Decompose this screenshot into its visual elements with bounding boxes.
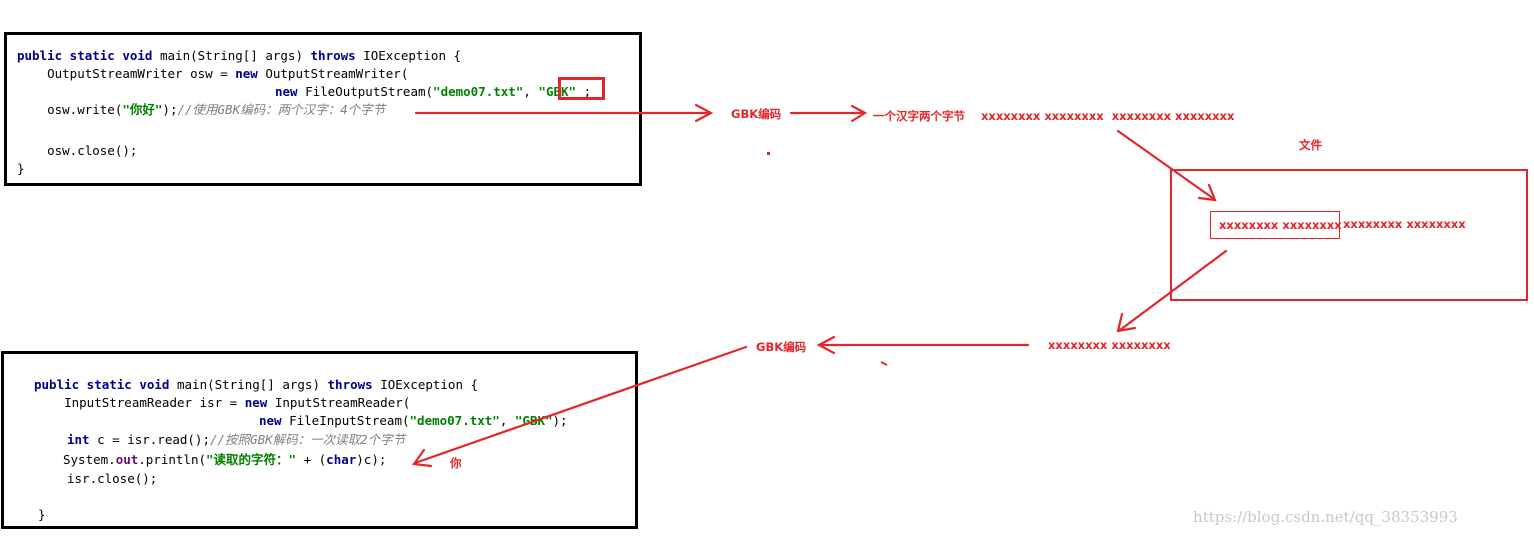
arrowhead: [816, 335, 836, 355]
code-line: }: [17, 161, 25, 177]
arrow-bytes-to-file: [1116, 129, 1216, 201]
code-text: osw.close();: [17, 143, 138, 158]
arrowhead: [850, 104, 868, 123]
string-literal: "demo07.txt": [409, 413, 500, 428]
reader-code-block: public static void main(String[] args) t…: [1, 351, 638, 529]
string-literal: "读取的字符：": [206, 452, 297, 467]
code-text: InputStreamReader isr =: [34, 395, 245, 410]
code-text: }: [38, 507, 46, 522]
code-line: }: [38, 507, 46, 523]
code-text: IOException {: [372, 377, 479, 392]
arrowhead: [412, 448, 433, 468]
code-line: new FileInputStream("demo07.txt", "GBK")…: [259, 413, 568, 429]
arrow-decode-to-code: [413, 345, 748, 465]
arrowhead: [1116, 312, 1137, 333]
code-line: new FileOutputStream("demo07.txt", "GBK"…: [275, 84, 591, 100]
code-text: ,: [499, 413, 515, 428]
keyword: new: [244, 395, 268, 410]
code-comment: //使用GBK编码：两个汉字：4个字节: [177, 102, 386, 117]
decoded-char-label: 你: [450, 456, 462, 470]
two-bytes-label: 一个汉字两个字节: [873, 109, 965, 123]
arrowhead: [694, 103, 714, 123]
bytes-label-bottom: xxxxxxxx xxxxxxxx: [1048, 338, 1171, 352]
arrowhead: [1197, 183, 1217, 202]
byte-highlight-box: [1210, 211, 1340, 239]
code-text: main(String[] args): [169, 377, 328, 392]
keyword: public static void: [34, 377, 170, 392]
code-text: System.: [63, 452, 116, 467]
keyword: new: [275, 84, 298, 99]
file-container: [1170, 169, 1528, 301]
code-text: OutputStreamWriter osw =: [17, 66, 236, 81]
file-bytes-boxed: xxxxxxxx xxxxxxxx: [1219, 218, 1342, 232]
code-text: ,: [523, 84, 539, 99]
keyword: throws: [327, 377, 373, 392]
code-text: .println(: [138, 452, 206, 467]
code-text: );: [162, 102, 178, 117]
keyword: throws: [310, 48, 356, 63]
code-line: public static void main(String[] args) t…: [34, 377, 478, 393]
field-name: out: [115, 452, 139, 467]
watermark: https://blog.csdn.net/qq_38353993: [1193, 508, 1458, 526]
code-text: InputStreamReader(: [267, 395, 411, 410]
code-text: OutputStreamWriter(: [257, 66, 409, 81]
code-text: osw.write(: [17, 102, 123, 117]
code-text: );: [552, 413, 568, 428]
code-line: InputStreamReader isr = new InputStreamR…: [34, 395, 410, 411]
code-text: FileInputStream(: [281, 413, 410, 428]
code-line: isr.close();: [67, 471, 157, 487]
file-bytes-rest: xxxxxxxx xxxxxxxx: [1343, 217, 1466, 231]
code-line: System.out.println("读取的字符：" + (char)c);: [63, 452, 386, 468]
code-text: ;: [576, 84, 592, 99]
keyword: char: [326, 452, 357, 467]
charset-highlight-box: [558, 77, 605, 100]
code-text: + (: [296, 452, 327, 467]
file-label: 文件: [1299, 138, 1322, 152]
keyword: new: [235, 66, 258, 81]
code-line: public static void main(String[] args) t…: [17, 48, 461, 64]
code-text: IOException {: [355, 48, 462, 63]
string-literal: "demo07.txt": [433, 84, 524, 99]
code-line: int c = isr.read();//按照GBK解码：一次读取2个字节: [67, 432, 405, 448]
writer-code-block: public static void main(String[] args) t…: [4, 32, 642, 186]
string-literal: "你好": [122, 102, 163, 117]
code-text: main(String[] args): [152, 48, 311, 63]
code-text: c = isr.read();: [89, 432, 210, 447]
encode-label-bottom: GBK编码: [756, 340, 807, 354]
stray-mark: [767, 152, 770, 155]
code-text: isr.close();: [67, 471, 158, 486]
keyword: new: [259, 413, 282, 428]
stray-mark: [880, 361, 888, 366]
code-text: )c);: [356, 452, 387, 467]
keyword: int: [67, 432, 90, 447]
code-text: FileOutputStream(: [297, 84, 434, 99]
charset-literal: "GBK": [538, 84, 577, 99]
code-text: }: [17, 161, 25, 176]
bytes-label-top: xxxxxxxx xxxxxxxx xxxxxxxx xxxxxxxx: [981, 109, 1235, 123]
code-comment: //按照GBK解码：一次读取2个字节: [210, 432, 406, 447]
code-line: osw.close();: [17, 143, 137, 159]
arrow-file-to-bytes: [1118, 249, 1228, 332]
keyword: public static void: [17, 48, 153, 63]
code-line: osw.write("你好");//使用GBK编码：两个汉字：4个字节: [17, 102, 385, 118]
code-line: OutputStreamWriter osw = new OutputStrea…: [17, 66, 408, 82]
encode-label-top: GBK编码: [731, 107, 782, 121]
